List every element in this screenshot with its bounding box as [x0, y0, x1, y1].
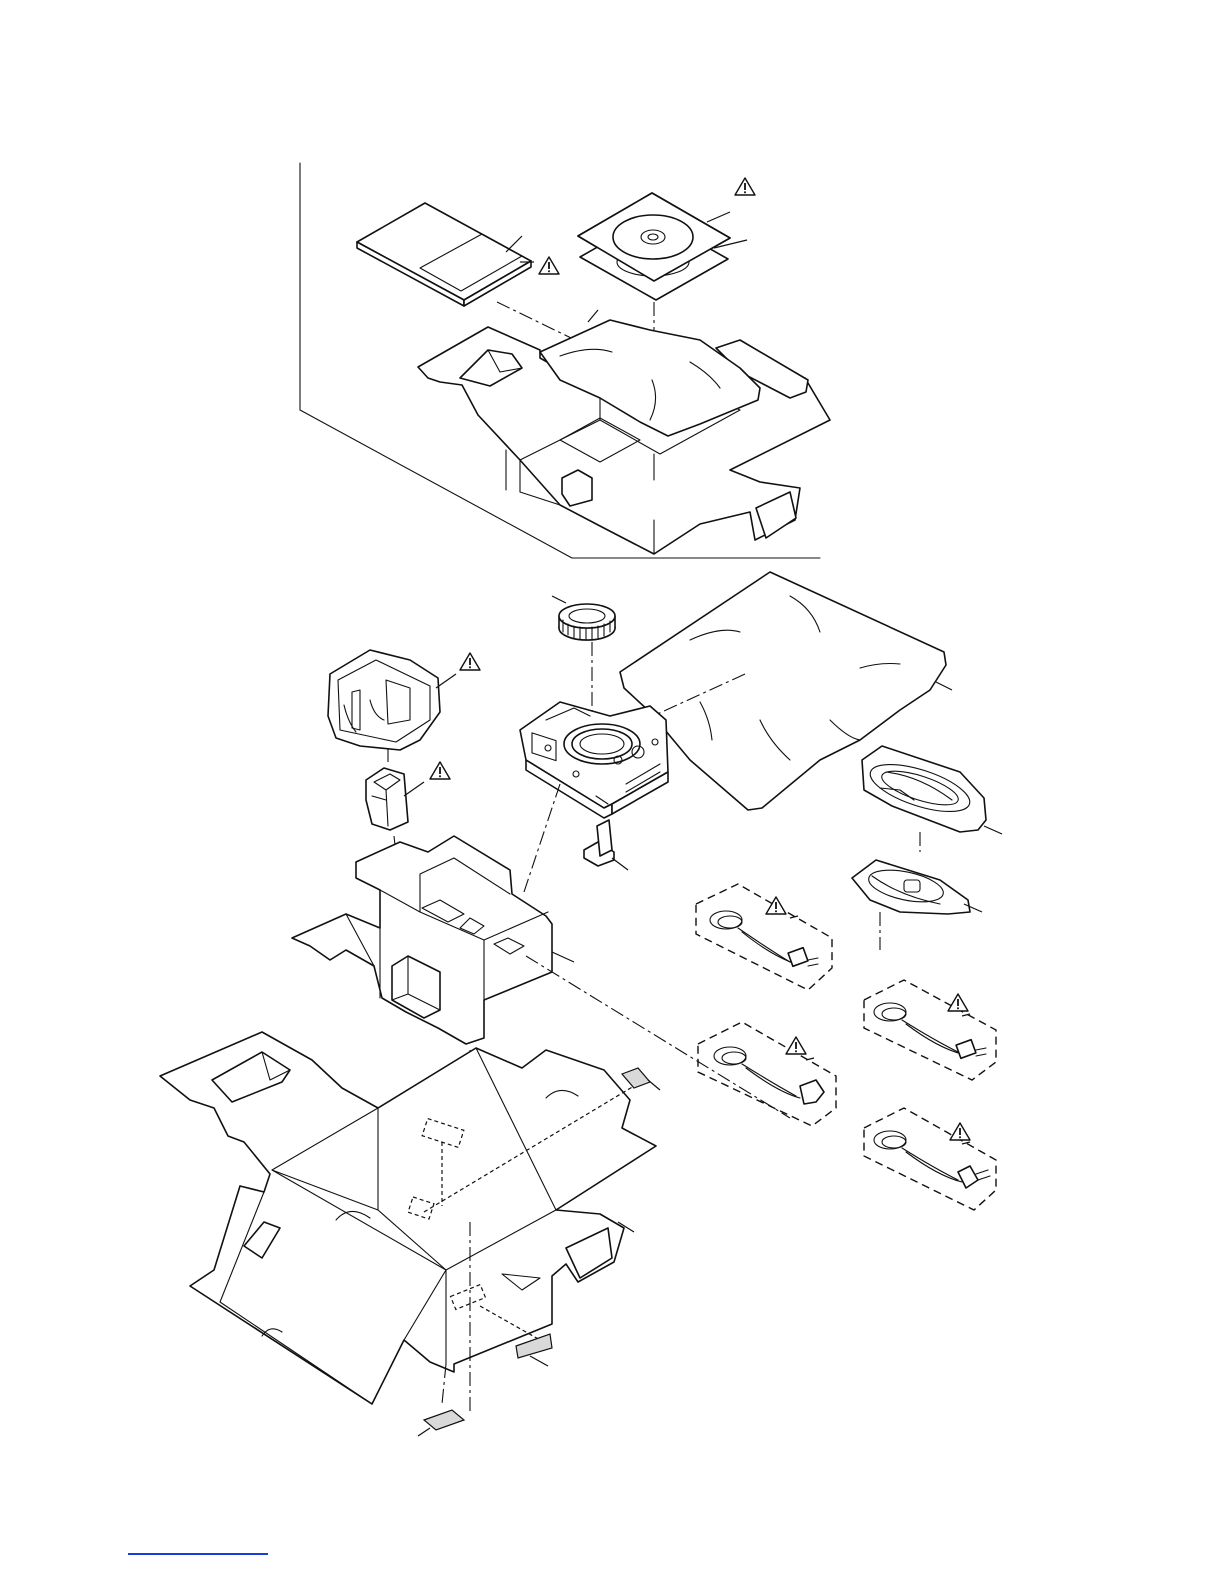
hot-shoe-cover	[584, 820, 628, 870]
camera-body	[520, 702, 668, 818]
warning-triangle-icon	[786, 1037, 806, 1054]
ac-cord-d	[864, 1108, 996, 1210]
warning-triangle-icon	[460, 653, 480, 670]
warning-triangle-icon	[539, 257, 559, 274]
footer-link-underline[interactable]	[128, 1553, 268, 1555]
outer-carton	[160, 1032, 656, 1404]
warning-triangle-icon	[766, 897, 786, 914]
warning-triangle-icon	[735, 178, 755, 195]
instruction-book	[357, 203, 534, 306]
warning-triangle-icon	[430, 762, 450, 779]
ac-cord-a	[696, 884, 832, 990]
warning-triangle-icon	[948, 994, 968, 1011]
battery-pack	[366, 768, 424, 830]
battery-charger-bag	[328, 650, 456, 750]
warning-triangle-icon	[950, 1123, 970, 1140]
av-cable-bag	[852, 860, 982, 914]
usb-cable-bag	[862, 746, 1002, 834]
ac-cord-c	[864, 980, 996, 1080]
body-cap	[552, 596, 615, 640]
